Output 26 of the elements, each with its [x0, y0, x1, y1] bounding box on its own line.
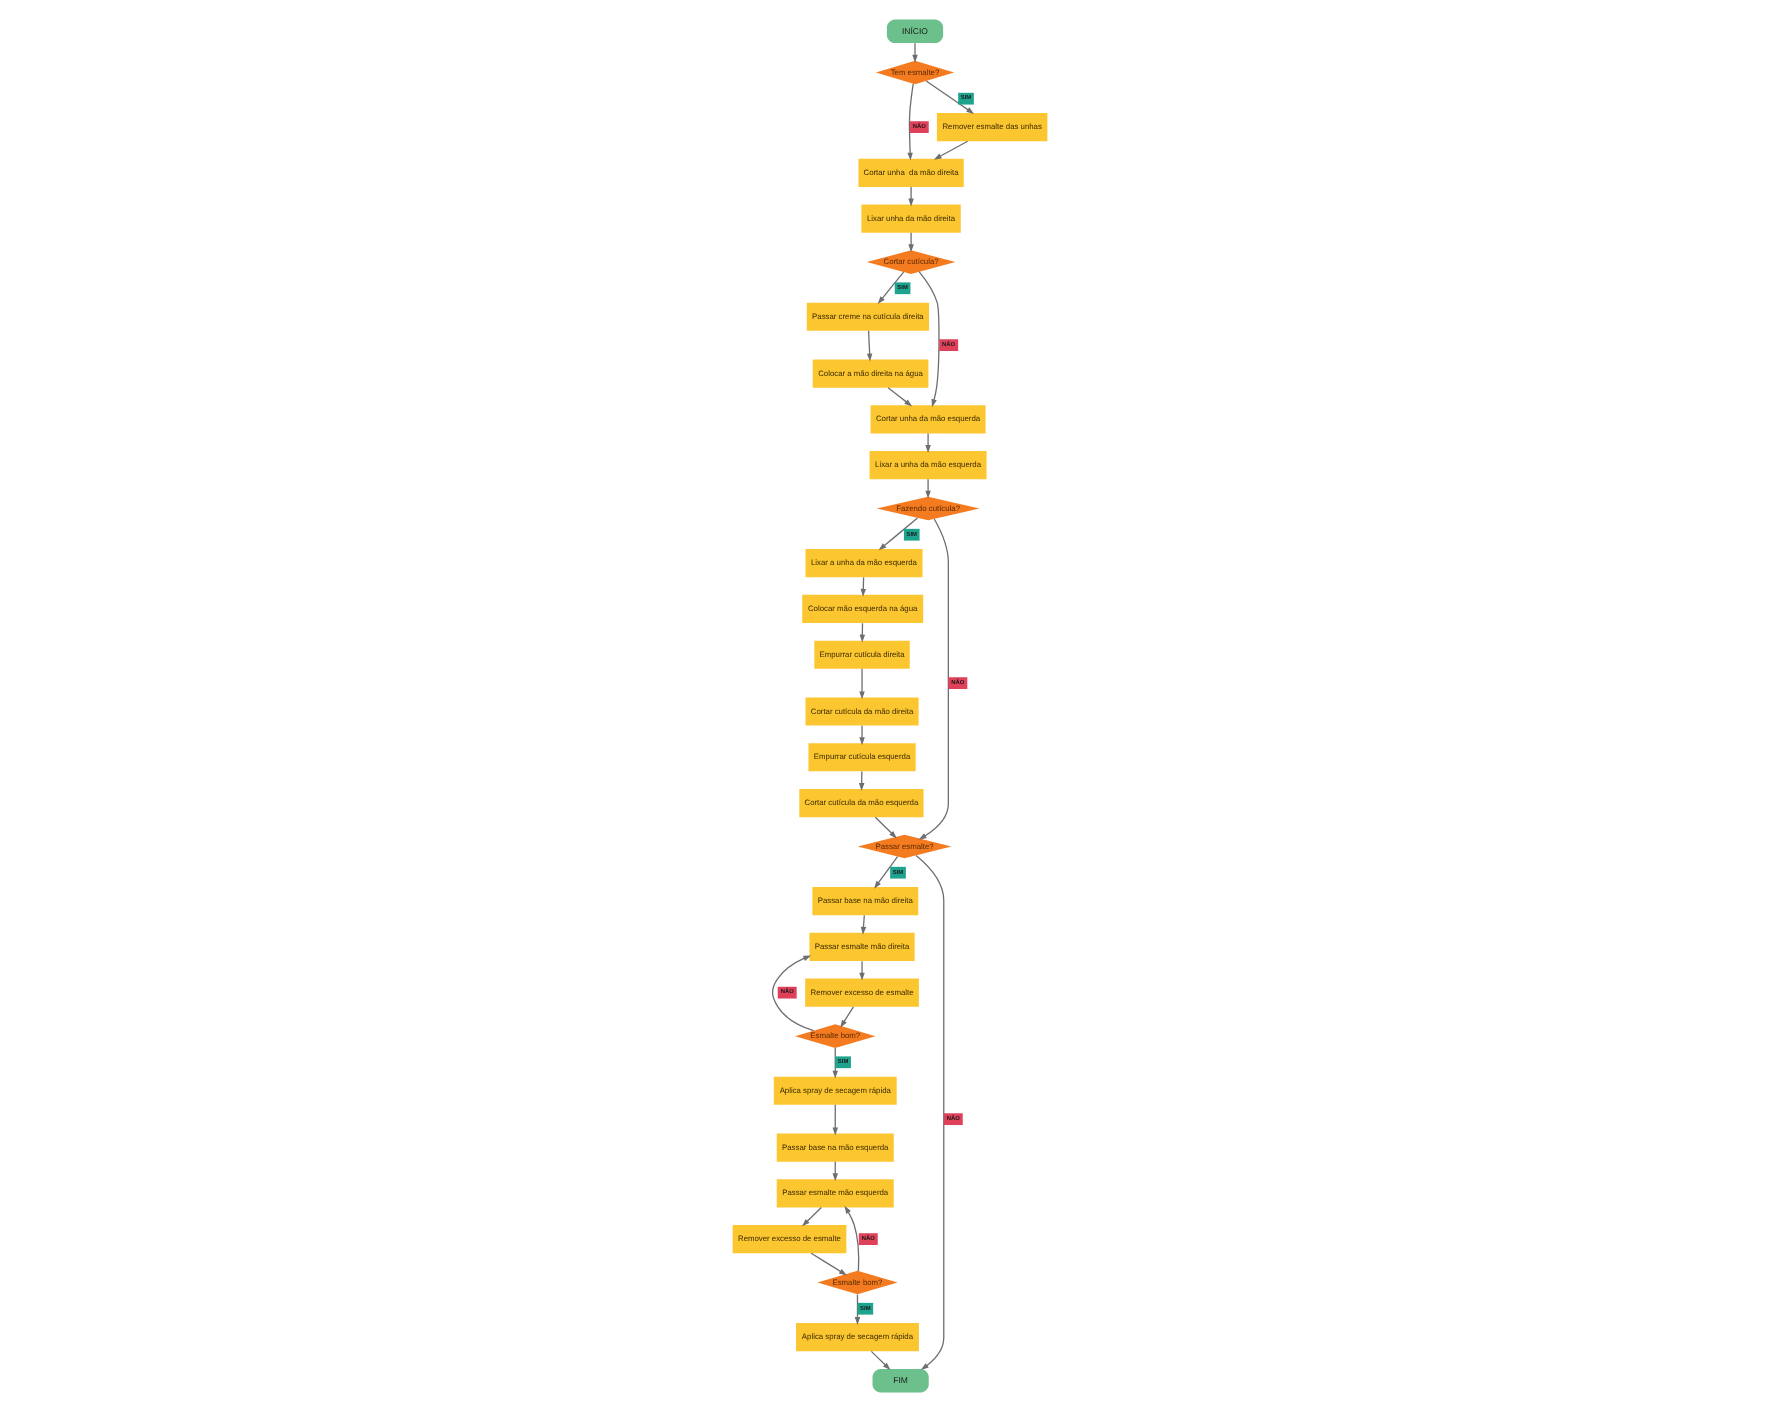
- arrow: [907, 186, 913, 207]
- arrow: [876, 271, 904, 305]
- arrow: [924, 478, 930, 499]
- arrow: [839, 1006, 854, 1028]
- arrow: [843, 1205, 859, 1272]
- arrow: [914, 854, 944, 1370]
- arrow: [858, 725, 864, 746]
- arrow: [770, 955, 814, 1032]
- arrow: [873, 816, 896, 839]
- arrow: [858, 668, 864, 700]
- arrow: [869, 1350, 890, 1371]
- arrow: [906, 83, 913, 161]
- arrow: [858, 960, 864, 981]
- arrow: [886, 387, 912, 407]
- arrow: [809, 1252, 846, 1276]
- arrow: [865, 330, 872, 362]
- arrow: [924, 432, 930, 453]
- arrow: [911, 42, 917, 63]
- arrow: [859, 914, 866, 935]
- arrow: [873, 856, 898, 889]
- arrow: [800, 1206, 821, 1227]
- arrow: [917, 518, 948, 840]
- arrow: [831, 1104, 837, 1136]
- arrow: [907, 232, 913, 253]
- arrow: [917, 271, 939, 408]
- arrow: [932, 140, 968, 160]
